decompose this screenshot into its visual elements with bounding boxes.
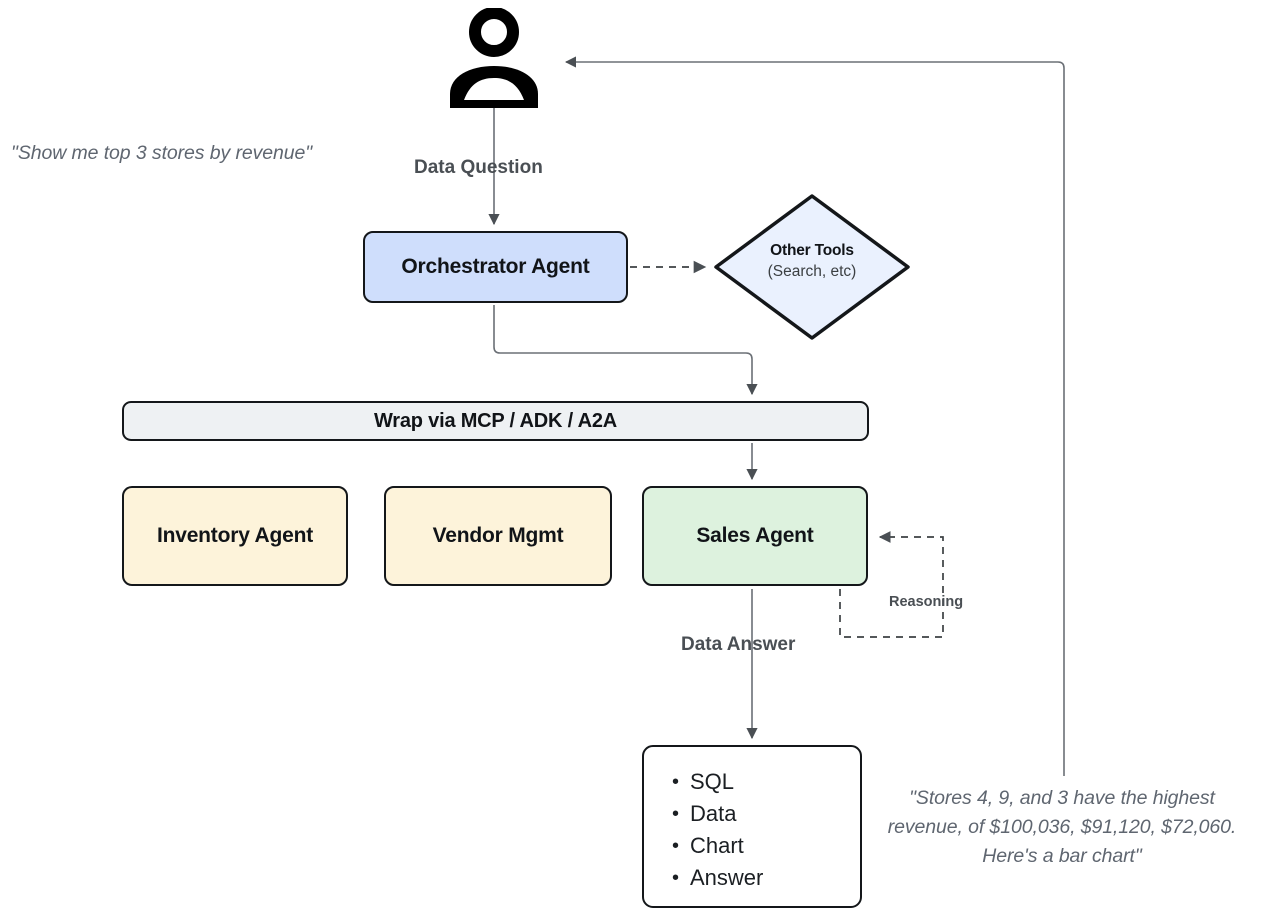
- node-wrap-via-mcp-adk-a2a[interactable]: Wrap via MCP / ADK / A2A: [122, 401, 869, 441]
- node-outputs[interactable]: SQL Data Chart Answer: [642, 745, 862, 908]
- answer-quote-line-2: revenue, of $100,036, $91,120, $72,060.: [887, 816, 1237, 838]
- outputs-list: SQL Data Chart Answer: [644, 747, 860, 894]
- edge-orchestrator-to-wrap: [493, 305, 758, 396]
- list-item: Answer: [672, 862, 860, 894]
- node-vendor-mgmt[interactable]: Vendor Mgmt: [384, 486, 612, 586]
- answer-quote: "Stores 4, 9, and 3 have the highest rev…: [862, 784, 1262, 871]
- diamond-shape: [714, 194, 910, 340]
- list-item: Data: [672, 798, 860, 830]
- node-other-tools[interactable]: Other Tools (Search, etc): [712, 192, 912, 342]
- person-icon: [450, 8, 538, 108]
- list-item: Chart: [672, 830, 860, 862]
- node-sales-agent[interactable]: Sales Agent: [642, 486, 868, 586]
- edge-label-data-question: Data Question: [414, 157, 543, 178]
- edge-reasoning-loop: [839, 531, 944, 638]
- answer-quote-line-1: "Stores 4, 9, and 3 have the highest: [909, 787, 1215, 809]
- answer-quote-line-3: Here's a bar chart": [982, 845, 1142, 867]
- node-orchestrator-agent[interactable]: Orchestrator Agent: [363, 231, 628, 303]
- edge-answer-feedback-to-person: [564, 56, 1065, 776]
- node-inventory-agent[interactable]: Inventory Agent: [122, 486, 348, 586]
- user-question-quote: "Show me top 3 stores by revenue": [11, 142, 313, 164]
- list-item: SQL: [672, 766, 860, 798]
- edge-label-data-answer: Data Answer: [681, 634, 796, 655]
- edge-label-reasoning: Reasoning: [889, 594, 964, 610]
